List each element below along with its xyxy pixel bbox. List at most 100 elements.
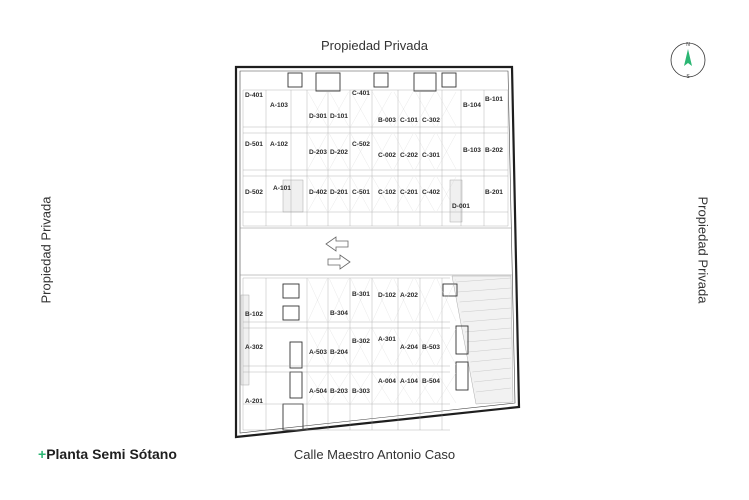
building-outline <box>234 65 521 439</box>
stall-divider <box>415 278 435 322</box>
ramp-line <box>463 317 512 323</box>
lot-label: B-103 <box>463 147 481 154</box>
lot-label: A-202 <box>400 292 418 299</box>
ramp-line <box>472 367 512 373</box>
lot-label: C-202 <box>400 152 418 159</box>
ramp-line <box>459 297 512 303</box>
stall-divider <box>350 278 371 322</box>
stall-divider <box>307 328 328 366</box>
lot-label: A-004 <box>378 378 396 385</box>
lot-label: B-503 <box>422 344 440 351</box>
stall-divider <box>393 278 414 322</box>
ramp-line <box>464 327 512 333</box>
stall-divider <box>436 328 457 366</box>
stall-divider <box>350 176 371 212</box>
stall-divider <box>307 133 328 170</box>
ramp-line <box>470 357 512 363</box>
lot-label: B-303 <box>352 388 370 395</box>
lot-label: A-503 <box>309 349 327 356</box>
stall-divider <box>307 91 328 127</box>
stall-divider <box>372 372 392 404</box>
lot-label: D-401 <box>245 92 263 99</box>
stall-divider <box>415 91 435 127</box>
lot-label: D-201 <box>330 189 348 196</box>
north-boundary-label: Propiedad Privada <box>321 38 428 53</box>
lot-label: B-504 <box>422 378 440 385</box>
stall-divider <box>372 133 392 170</box>
stall-divider <box>372 278 392 322</box>
stall-divider <box>307 176 328 212</box>
lot-label: D-301 <box>309 113 327 120</box>
stall-divider <box>329 91 349 127</box>
lot-label: B-301 <box>352 291 370 298</box>
stall-divider <box>415 328 435 366</box>
stall-divider <box>372 91 392 127</box>
lot-label: B-204 <box>330 349 348 356</box>
lot-label: B-102 <box>245 311 263 318</box>
stall-divider <box>415 372 435 404</box>
stall-divider <box>436 278 457 322</box>
flow-arrow-right-icon <box>327 254 351 270</box>
lot-label: A-103 <box>270 102 288 109</box>
ramp-hatch <box>451 275 514 405</box>
lot-label: A-201 <box>245 398 263 405</box>
lot-label: C-502 <box>352 141 370 148</box>
lot-label: C-201 <box>400 189 418 196</box>
lot-label: C-102 <box>378 189 396 196</box>
stall-divider <box>329 372 349 404</box>
lot-label: C-302 <box>422 117 440 124</box>
stall-divider <box>350 133 371 170</box>
svg-text:N: N <box>686 42 690 48</box>
lot-label: B-304 <box>330 310 348 317</box>
stall-divider <box>393 372 414 404</box>
plan-title: +Planta Semi Sótano <box>38 446 177 462</box>
lot-label: D-001 <box>452 203 470 210</box>
lot-label: A-101 <box>273 185 291 192</box>
lot-label: D-501 <box>245 141 263 148</box>
stair-hatch-left <box>240 294 250 386</box>
stall-divider <box>436 372 457 404</box>
lot-label: A-302 <box>245 344 263 351</box>
lot-label: A-504 <box>309 388 327 395</box>
stall-divider <box>329 278 349 322</box>
lot-label: D-402 <box>309 189 327 196</box>
ramp-line <box>461 307 512 313</box>
lot-label: B-203 <box>330 388 348 395</box>
compass-icon: N S <box>670 42 706 80</box>
lot-label: A-102 <box>270 141 288 148</box>
lot-label: D-203 <box>309 149 327 156</box>
lot-label: C-101 <box>400 117 418 124</box>
stall-divider <box>350 328 371 366</box>
stall-divider <box>393 91 414 127</box>
stall-divider <box>372 176 392 212</box>
lot-label: B-302 <box>352 338 370 345</box>
lot-label: C-401 <box>352 90 370 97</box>
street-label: Calle Maestro Antonio Caso <box>293 447 456 462</box>
ramp-line <box>468 347 512 353</box>
stall-divider <box>415 176 435 212</box>
ramp-line <box>466 337 512 343</box>
stall-divider <box>350 91 371 127</box>
stall-divider <box>372 328 392 366</box>
lot-label: C-002 <box>378 152 396 159</box>
lot-label: B-202 <box>485 147 503 154</box>
stall-divider <box>350 372 371 404</box>
stall-divider <box>329 133 349 170</box>
stall-divider <box>393 328 414 366</box>
stall-divider <box>307 372 328 404</box>
stall-divider <box>436 133 457 170</box>
lot-label: C-501 <box>352 189 370 196</box>
lot-label: A-301 <box>378 336 396 343</box>
lot-label: D-101 <box>330 113 348 120</box>
ramp-line <box>457 287 512 293</box>
stall-divider <box>415 133 435 170</box>
svg-text:S: S <box>686 74 690 80</box>
lot-label: C-402 <box>422 189 440 196</box>
lot-label: D-202 <box>330 149 348 156</box>
lot-label: D-502 <box>245 189 263 196</box>
ramp-line <box>475 387 512 393</box>
lot-label: D-102 <box>378 292 396 299</box>
stall-divider <box>329 328 349 366</box>
